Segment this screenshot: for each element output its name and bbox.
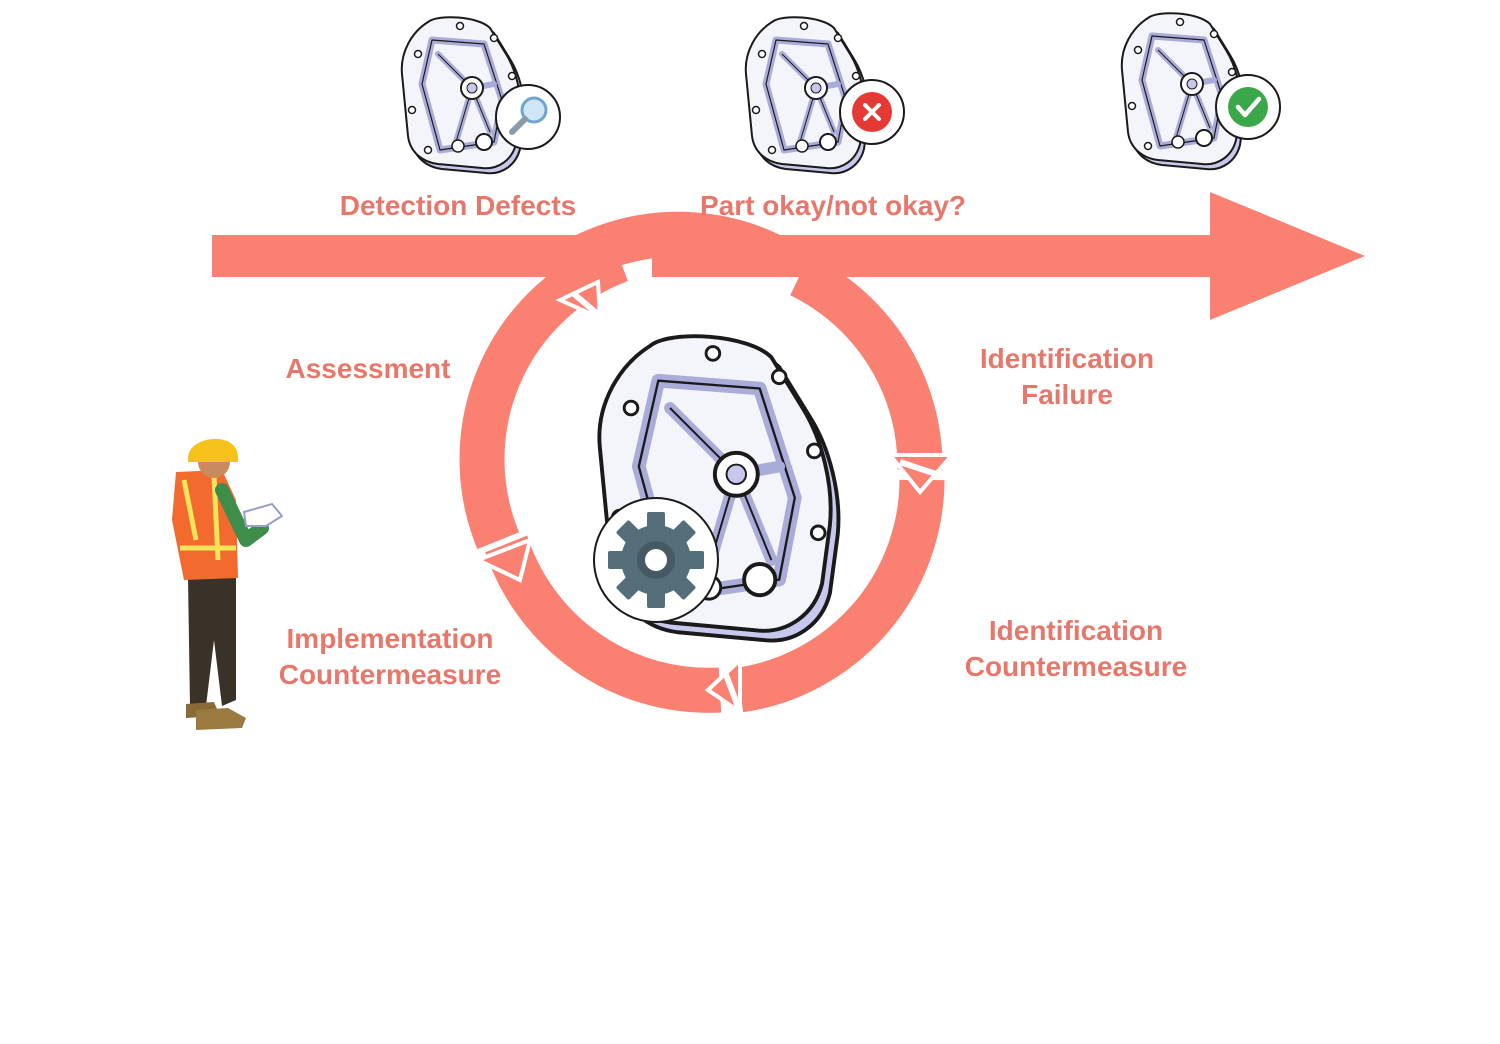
cycle-label-assessment: Assessment [262,351,474,387]
checkmark-icon [1228,87,1268,127]
stage-label-part-check: Part okay/not okay? [699,190,967,221]
cycle-label-line: Countermeasure [278,659,502,690]
cycle-label-line: Identification [979,343,1155,374]
magnifier-icon [509,96,548,135]
cycle-arc-bottom-right [736,479,945,713]
cycle-arc-right [789,254,943,471]
cycle-label-line: Countermeasure [964,651,1188,682]
stage-part-rejected [746,17,905,173]
worker-icon [172,438,284,730]
cycle-arc-top [547,211,780,289]
cycle-label-line: Failure [1021,379,1113,410]
stage-label-detection: Detection Defects [339,190,577,221]
cycle-label-identification-failure: Identification Failure [952,341,1182,413]
stage-part-detection [402,17,561,173]
cycle-label-line: Implementation [286,623,494,654]
gear-badge [593,497,719,623]
cross-icon [852,92,892,132]
cycle-arrowhead-left [472,536,533,583]
cycle-label-identification-countermeasure: Identification Countermeasure [946,613,1206,685]
cycle-label-line: Identification [988,615,1164,646]
gear-icon [608,512,704,608]
cycle-label-line: Assessment [285,353,451,384]
stage-part-accepted [1122,13,1281,169]
cycle-label-implementation-countermeasure: Implementation Countermeasure [260,621,520,693]
